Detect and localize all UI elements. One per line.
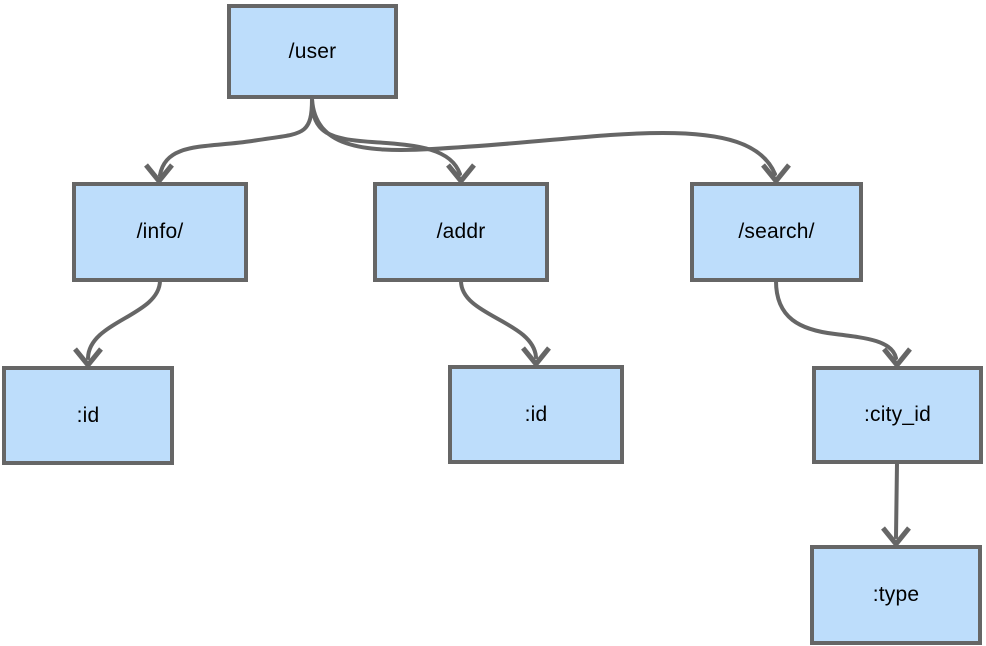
- node-search: /search/: [690, 182, 863, 282]
- node-id-under-addr: :id: [448, 365, 624, 464]
- node-type-label: :type: [872, 583, 920, 606]
- arrowhead-into-id-under-info-icon: [73, 347, 103, 369]
- arrowhead-into-addr-icon: [446, 163, 476, 185]
- node-addr-label: /addr: [436, 220, 486, 243]
- arrowhead-into-id-under-addr-icon: [521, 346, 551, 368]
- edge-city-id-to-type-line: [894, 461, 899, 539]
- arrowhead-into-city-id-icon: [882, 347, 912, 369]
- node-info: /info/: [72, 182, 248, 282]
- node-addr: /addr: [373, 182, 549, 282]
- edge-city-id-to-type: [881, 461, 911, 548]
- node-id-under-info: :id: [2, 366, 174, 465]
- node-info-label: /info/: [136, 220, 184, 243]
- node-id-under-info-label: :id: [76, 403, 100, 427]
- edge-info-to-id-line: [86, 279, 162, 360]
- edge-addr-to-id-line: [459, 279, 538, 359]
- edge-user-to-info: [144, 97, 314, 185]
- edge-user-to-info-line: [158, 97, 314, 177]
- arrowhead-into-type-icon: [881, 526, 911, 548]
- node-type: :type: [810, 545, 982, 645]
- node-user-label: /user: [288, 39, 337, 63]
- node-user: /user: [227, 4, 398, 99]
- node-city-id: :city_id: [812, 366, 983, 464]
- edge-addr-to-id: [459, 279, 551, 368]
- edge-search-to-city-id-line: [774, 279, 898, 360]
- arrowhead-into-info-icon: [144, 163, 174, 185]
- edge-user-to-search: [310, 97, 791, 185]
- node-id-under-addr-label: :id: [524, 402, 548, 426]
- edge-user-to-search-line: [310, 97, 777, 176]
- edge-info-to-id: [73, 279, 162, 369]
- arrowhead-into-search-icon: [761, 163, 791, 185]
- node-search-label: /search/: [738, 220, 815, 243]
- edge-search-to-city-id: [774, 279, 912, 369]
- node-city-id-label: :city_id: [864, 403, 931, 426]
